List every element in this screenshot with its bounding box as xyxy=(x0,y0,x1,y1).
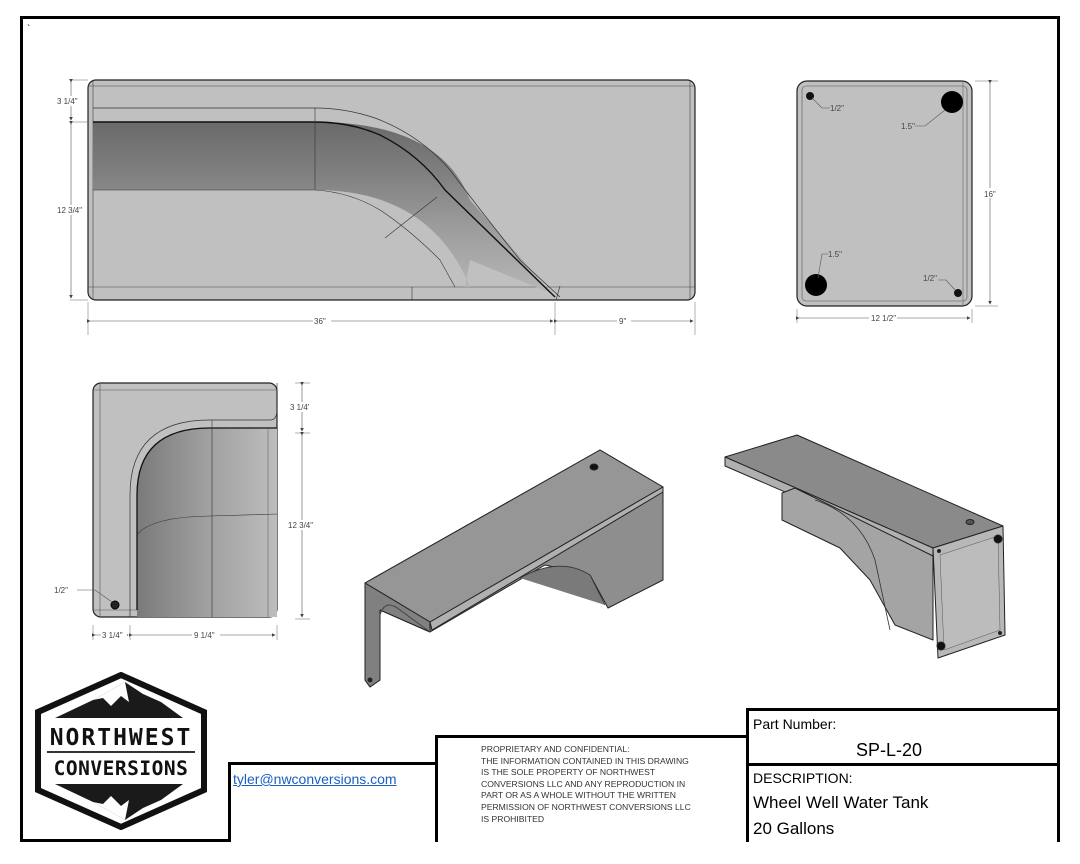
part-number-label: Part Number: xyxy=(753,716,837,732)
dim-side-upper: 3 1/4' xyxy=(290,403,310,412)
dim-side-hole: 1/2" xyxy=(54,586,68,595)
dim-hole-bl: 1.5" xyxy=(828,250,842,259)
dim-hole-tr: 1.5" xyxy=(901,122,915,131)
mountain-bottom-icon xyxy=(55,784,183,820)
part-number-value: SP-L-20 xyxy=(856,740,923,760)
dim-side-lower: 12 3/4" xyxy=(288,521,313,530)
stray-mark: ` xyxy=(27,24,31,35)
dim-lower-height: 12 3/4" xyxy=(57,206,82,215)
email-link[interactable]: tyler@nwconversions.com xyxy=(233,771,397,787)
dim-hole-br: 1/2" xyxy=(923,274,937,283)
mountain-top-icon xyxy=(55,682,183,718)
proprietary-line: PROPRIETARY AND CONFIDENTIAL: xyxy=(481,744,630,754)
description-line-1: Wheel Well Water Tank xyxy=(753,793,929,812)
description-label: DESCRIPTION: xyxy=(753,770,853,786)
dim-side-left: 3 1/4" xyxy=(102,631,123,640)
side-view: 1/2" 3 1/4' 12 3/4" 3 1/4" 9 1/4" xyxy=(54,382,320,640)
proprietary-line: IS THE SOLE PROPERTY OF NORTHWEST xyxy=(481,767,656,778)
proprietary-notice: PROPRIETARY AND CONFIDENTIAL: THE INFORM… xyxy=(481,744,731,825)
dim-upper-height: 3 1/4" xyxy=(57,97,78,106)
end-view: 1/2" 1.5" 1.5" 1/2" 16" 12 1/2" xyxy=(796,80,998,323)
logo-line-2: CONVERSIONS xyxy=(54,757,189,780)
dim-hole-tl: 1/2" xyxy=(830,104,844,113)
company-logo: NORTHWEST CONVERSIONS xyxy=(35,672,207,830)
title-block-part-number-cell xyxy=(746,708,1060,766)
proprietary-line: IS PROHIBITED xyxy=(481,813,545,824)
dim-end-length: 9" xyxy=(619,317,626,326)
dim-height: 16" xyxy=(984,190,996,199)
dim-main-length: 36" xyxy=(314,317,326,326)
isometric-view-rear xyxy=(724,434,1006,659)
proprietary-line: PERMISSION OF NORTHWEST CONVERSIONS LLC xyxy=(481,801,691,812)
proprietary-line: THE INFORMATION CONTAINED IN THIS DRAWIN… xyxy=(481,755,689,766)
proprietary-line: CONVERSIONS LLC AND ANY REPRODUCTION IN xyxy=(481,778,686,789)
dim-width: 12 1/2" xyxy=(871,314,896,323)
isometric-view-front xyxy=(364,449,664,688)
description-line-2: 20 Gallons xyxy=(753,819,835,838)
top-view: 3 1/4" 12 3/4" 36" 9" xyxy=(55,79,696,335)
dim-side-right: 9 1/4" xyxy=(194,631,215,640)
title-block-description-cell xyxy=(746,763,1060,842)
title-block-proprietary-cell xyxy=(435,735,750,842)
logo-line-1: NORTHWEST xyxy=(50,725,193,751)
title-block-email-cell xyxy=(228,762,440,842)
proprietary-line: PART OR AS A WHOLE WITHOUT THE WRITTEN xyxy=(481,790,676,801)
